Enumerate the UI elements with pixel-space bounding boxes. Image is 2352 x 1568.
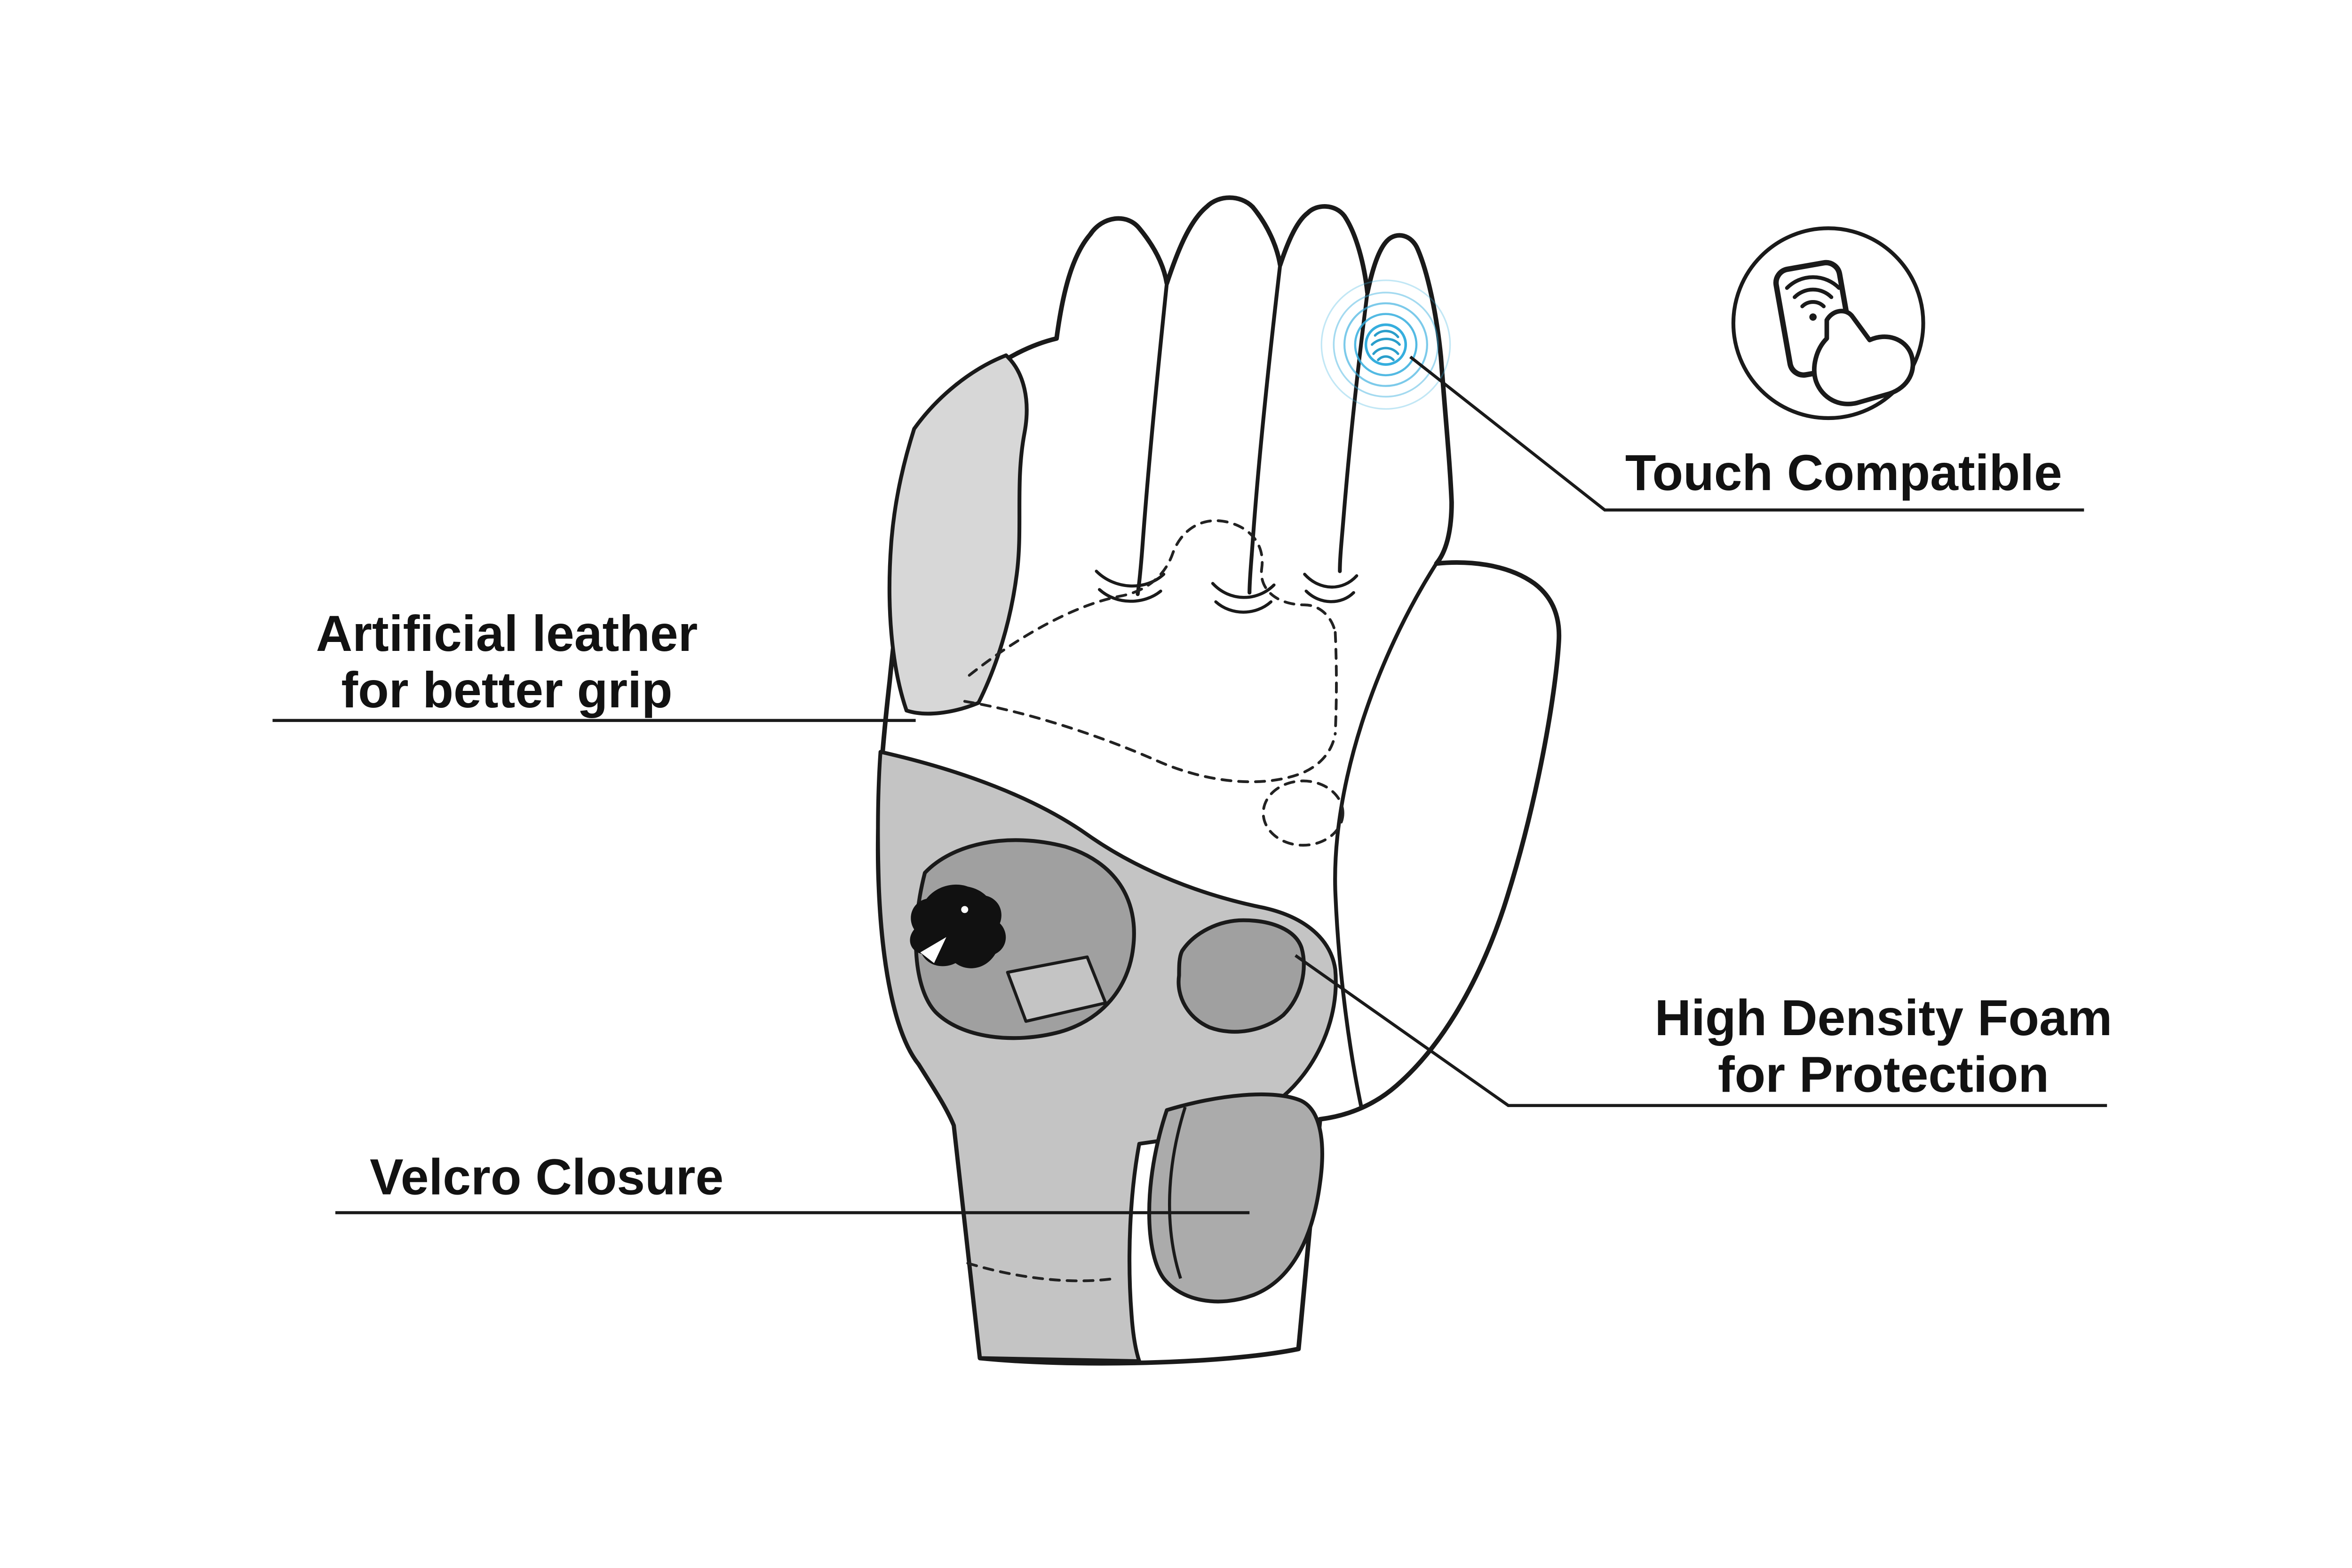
finger-separation-line-3 — [1338, 291, 1369, 573]
callouts — [272, 356, 2107, 1214]
velcro-strap — [1147, 1092, 1324, 1304]
hand-cursor-icon — [1812, 309, 1915, 406]
side-panel-artificial-leather — [887, 353, 1029, 716]
label-high-density-foam-line2: for Protection — [1718, 1046, 2049, 1102]
touch-compatible-icon — [1731, 226, 1925, 420]
bear-logo — [910, 884, 1006, 968]
finger-separation-line-2 — [1248, 263, 1282, 595]
leader-touch-compatible — [1409, 356, 2084, 512]
label-high-density-foam-line1: High Density Foam — [1655, 990, 2113, 1046]
label-artificial-leather-line2: for better grip — [341, 662, 672, 718]
palm-pad-foam — [1176, 918, 1306, 1034]
glove-illustration — [875, 195, 1562, 1366]
touch-ripple-fingerprint-icon — [1320, 279, 1451, 410]
palm-stitching-dashes — [963, 519, 1344, 1283]
callout-labels: Artificial leather for better grip Velcr… — [316, 444, 2113, 1205]
thumb-crease-line — [1333, 562, 1438, 1109]
leader-high-density-foam — [1295, 954, 2107, 1107]
wifi-waves-icon — [1785, 275, 1841, 321]
velcro-strap-seam — [1168, 1106, 1187, 1279]
pad-trapezoid-insert — [1006, 955, 1107, 1023]
label-artificial-leather-line1: Artificial leather — [316, 605, 698, 662]
finger-separation-line-1 — [1136, 281, 1169, 596]
label-touch-compatible: Touch Compatible — [1625, 444, 2062, 501]
finger-base-creases — [1095, 570, 1359, 614]
label-velcro-closure: Velcro Closure — [370, 1148, 723, 1205]
